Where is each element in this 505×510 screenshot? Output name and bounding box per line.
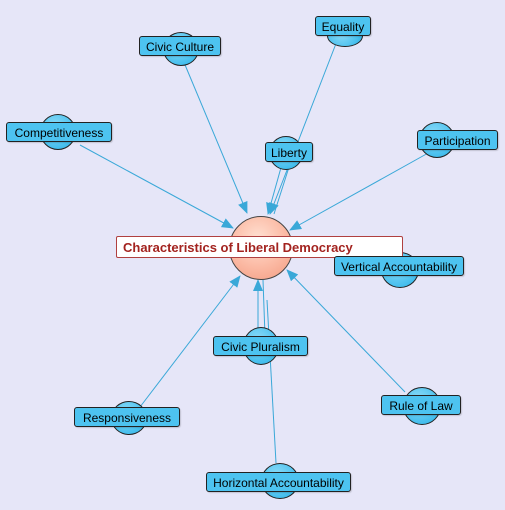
- node-competitiveness[interactable]: Competitiveness: [6, 122, 112, 142]
- edge-liberty-b: [273, 163, 291, 215]
- node-participation[interactable]: Participation: [417, 130, 498, 150]
- edge-liberty-a: [266, 163, 283, 215]
- edge-horizontal-accountability: [266, 299, 277, 464]
- node-responsiveness[interactable]: Responsiveness: [74, 407, 180, 427]
- node-horizontal-accountability[interactable]: Horizontal Accountability: [206, 472, 351, 492]
- node-rule-of-law[interactable]: Rule of Law: [381, 395, 461, 415]
- node-civic-culture[interactable]: Civic Culture: [139, 36, 221, 56]
- edge-equality: [269, 40, 338, 215]
- edge-civic-pluralism-b: [262, 279, 266, 337]
- edge-competitiveness: [79, 144, 234, 229]
- node-vertical-accountability[interactable]: Vertical Accountability: [334, 256, 464, 276]
- edge-rule-of-law: [286, 269, 406, 393]
- node-civic-pluralism[interactable]: Civic Pluralism: [213, 336, 308, 356]
- edge-responsiveness: [139, 275, 241, 408]
- center-node-label[interactable]: Characteristics of Liberal Democracy: [116, 236, 403, 258]
- edge-civic-culture: [182, 59, 248, 214]
- edge-participation: [289, 151, 431, 231]
- node-liberty[interactable]: Liberty: [265, 142, 313, 162]
- node-equality[interactable]: Equality: [315, 16, 371, 36]
